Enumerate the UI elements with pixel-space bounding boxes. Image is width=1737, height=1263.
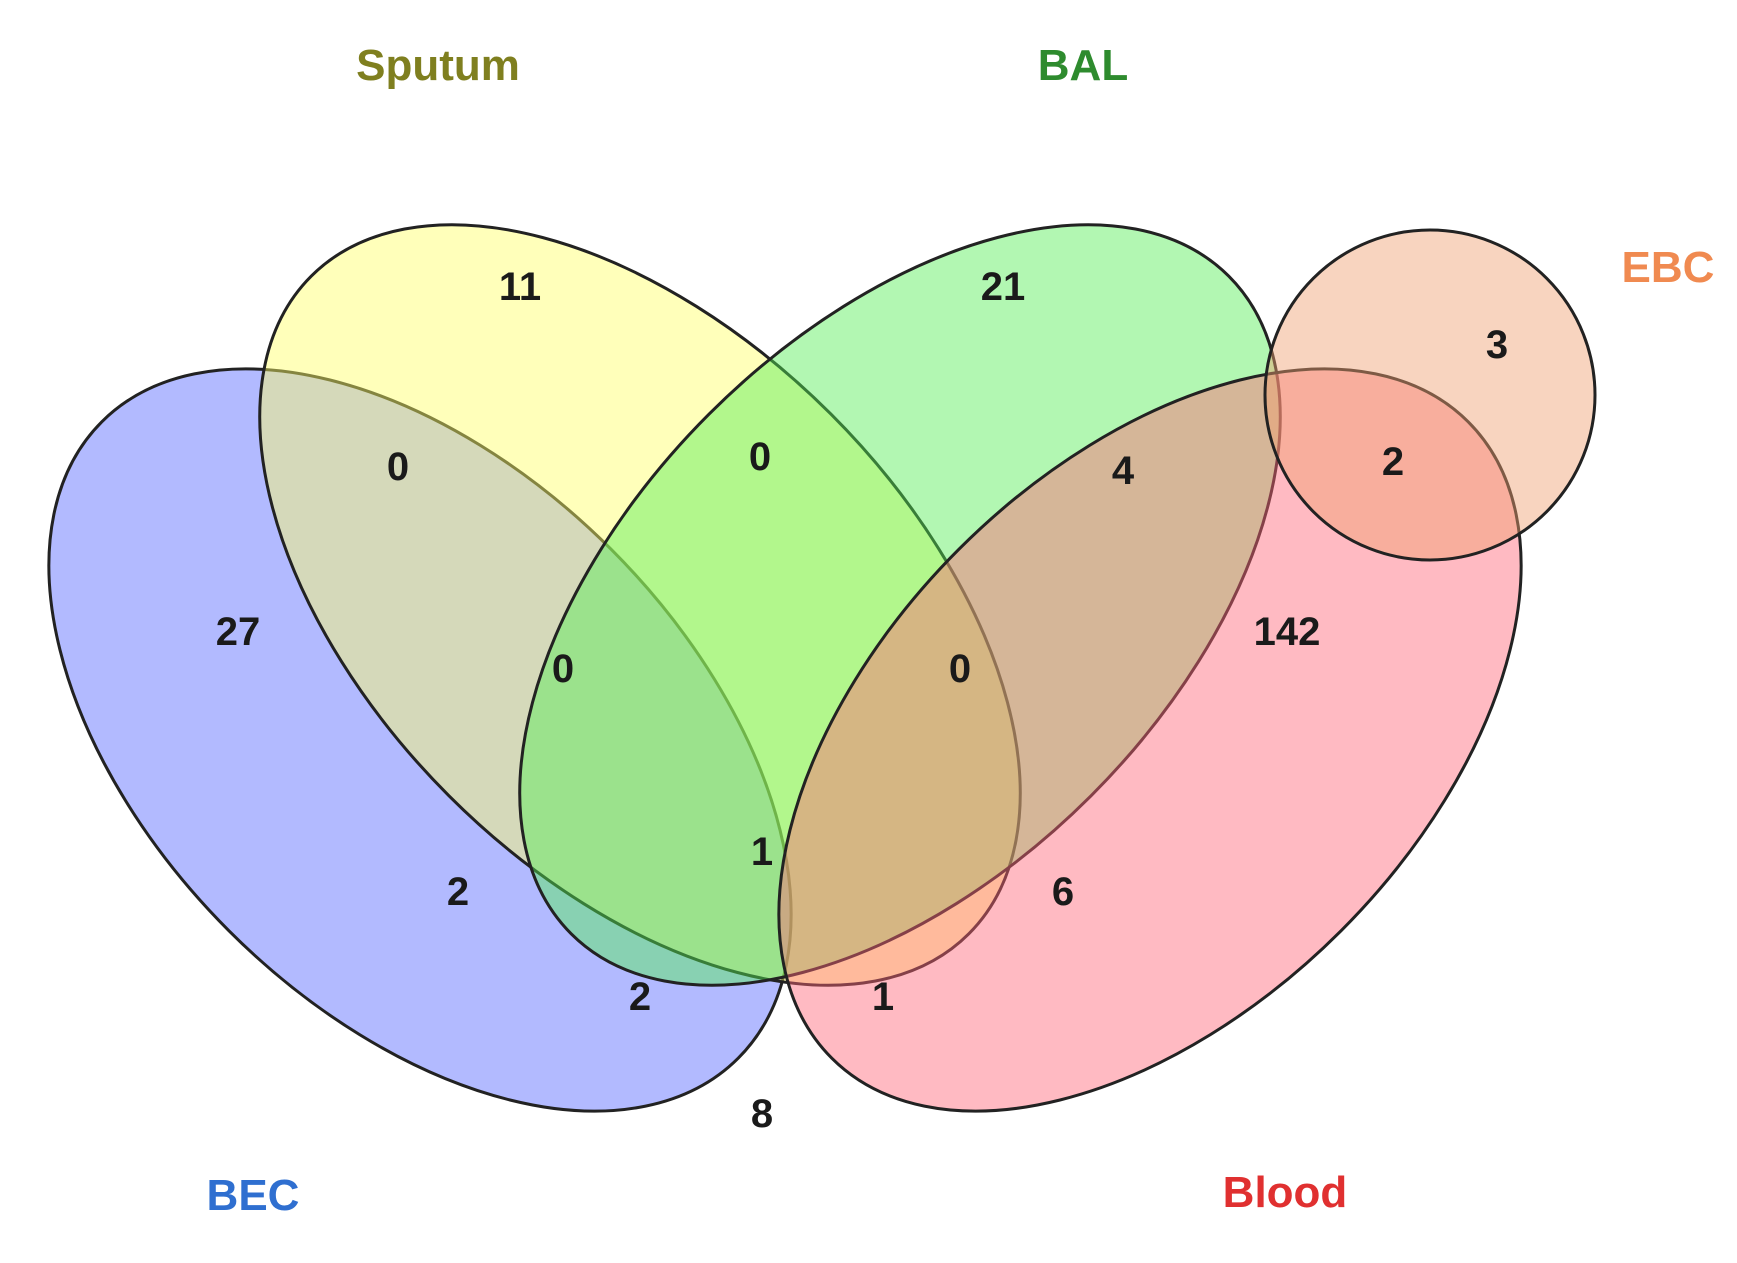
- count-sputum-blood: 6: [1052, 870, 1074, 914]
- count-bec-bal: 2: [447, 870, 469, 914]
- blood-label: Blood: [1223, 1168, 1348, 1217]
- region-counts: 27 11 21 142 3 2 0 0 4 0 0 2 1 6 2 1 8: [216, 265, 1508, 1136]
- count-bec-sputum: 0: [387, 445, 409, 489]
- count-bec-blood: 8: [751, 1092, 773, 1136]
- count-bec-bal-blood: 2: [629, 975, 651, 1019]
- count-all-four: 1: [751, 830, 773, 874]
- bec-ellipse: [47, 367, 793, 1113]
- count-sputum-only: 11: [499, 265, 541, 309]
- count-bal-blood: 4: [1112, 449, 1135, 493]
- count-bec-sputum-blood: 1: [872, 975, 894, 1019]
- count-blood-only: 142: [1254, 610, 1321, 654]
- count-sputum-bal: 0: [749, 435, 771, 479]
- sputum-ellipse: [258, 223, 1022, 987]
- count-bal-only: 21: [981, 265, 1026, 309]
- count-sputum-bal-blood: 0: [949, 647, 971, 691]
- bal-label: BAL: [1038, 41, 1128, 90]
- count-bec-sputum-bal: 0: [552, 647, 574, 691]
- set-shapes: [47, 223, 1597, 1113]
- bec-label: BEC: [207, 1171, 300, 1220]
- bal-ellipse: [518, 223, 1282, 987]
- blood-ellipse: [777, 367, 1523, 1113]
- ebc-label: EBC: [1622, 243, 1715, 292]
- count-ebc-blood: 2: [1382, 440, 1404, 484]
- set-labels: Sputum BAL EBC BEC Blood: [207, 41, 1715, 1220]
- ebc-circle: [1263, 228, 1597, 562]
- count-bec-only: 27: [216, 610, 261, 654]
- count-ebc-only: 3: [1486, 323, 1508, 367]
- sputum-label: Sputum: [356, 41, 520, 90]
